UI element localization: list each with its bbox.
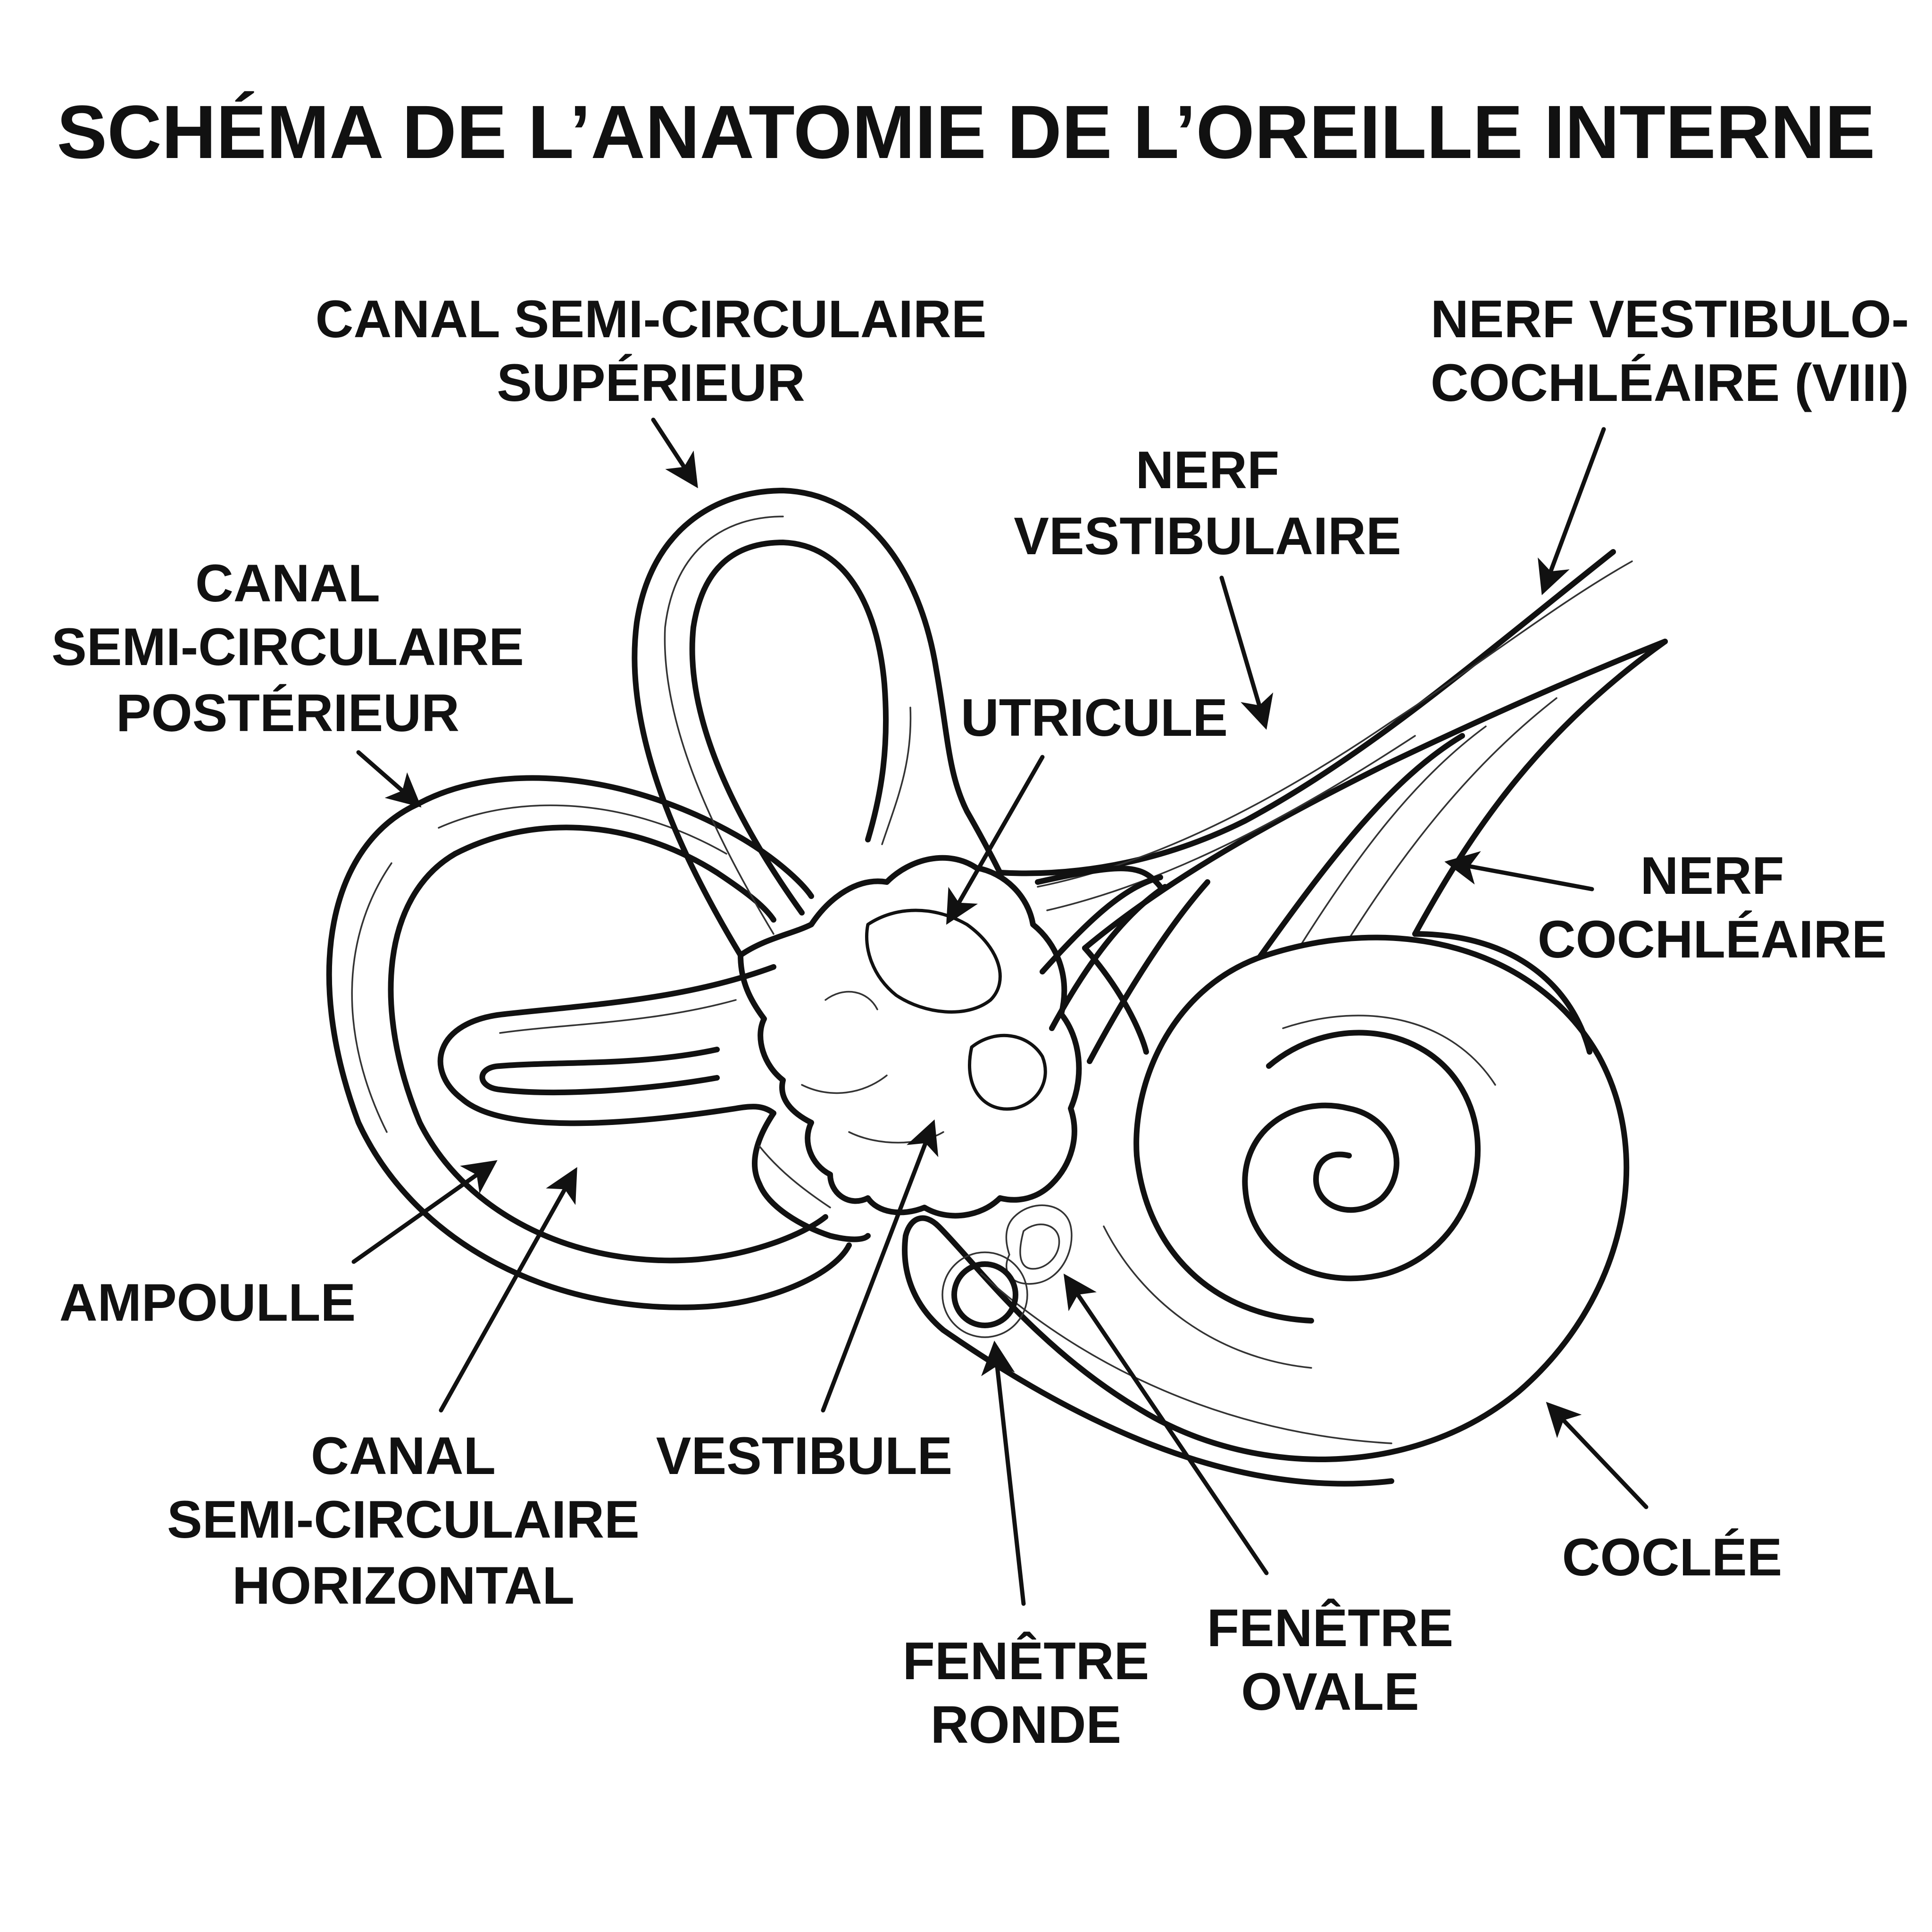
cochlea-shape: [902, 931, 1630, 1487]
label-line: SEMI-CIRCULAIRE: [51, 617, 524, 676]
label-line: OVALE: [1241, 1662, 1419, 1721]
vestibule-shape: [738, 855, 1082, 1219]
label-line: CANAL: [195, 554, 380, 613]
arrow-nerf-cochleaire: [1444, 851, 1594, 891]
label-line: CANAL SEMI-CIRCULAIRE: [316, 290, 987, 349]
oval-window-shape: [1005, 1204, 1073, 1285]
superior-canal-shape: [632, 488, 1003, 958]
label-line: SUPÉRIEUR: [497, 353, 805, 412]
arrow-fenetre-ronde: [981, 1341, 1026, 1606]
label-line: FENÊTRE: [903, 1632, 1149, 1690]
arrow-ampoulle: [351, 1160, 498, 1264]
arrow-utricule: [946, 755, 1045, 925]
arrow-canal-superieur: [651, 417, 698, 489]
label-line: HORIZONTAL: [232, 1556, 575, 1615]
arrow-vestibule: [821, 1119, 939, 1413]
label-canal-superieur: CANAL SEMI-CIRCULAIRE SUPÉRIEUR: [316, 290, 987, 412]
label-coclee: COCLÉE: [1562, 1528, 1782, 1587]
label-line: FENÊTRE: [1207, 1599, 1454, 1657]
label-canal-horizontal: CANAL SEMI-CIRCULAIRE HORIZONTAL: [167, 1426, 640, 1615]
arrow-canal-posterieur: [356, 750, 422, 808]
label-line: NERF VESTIBULO-: [1431, 290, 1909, 349]
arrow-nerf-vestibulocochleaire: [1538, 427, 1606, 595]
label-line: RONDE: [931, 1695, 1121, 1754]
label-line: POSTÉRIEUR: [116, 683, 459, 742]
label-nerf-cochleaire: NERF COCHLÉAIRE: [1538, 846, 1887, 969]
arrow-coclee: [1546, 1401, 1649, 1509]
label-fenetre-ovale: FENÊTRE OVALE: [1207, 1599, 1454, 1721]
label-nerf-vestibulaire: NERF VESTIBULAIRE: [1014, 441, 1401, 566]
label-line: UTRICULE: [961, 688, 1228, 747]
label-line: VESTIBULAIRE: [1014, 507, 1401, 566]
posterior-canal-shape: [326, 775, 852, 1310]
arrow-nerf-vestibulaire: [1219, 575, 1274, 730]
label-fenetre-ronde: FENÊTRE RONDE: [903, 1632, 1149, 1754]
round-window-shape: [941, 1251, 1028, 1338]
label-nerf-vestibulocochleaire: NERF VESTIBULO- COCHLÉAIRE (VIII): [1431, 290, 1909, 412]
label-line: COCHLÉAIRE (VIII): [1431, 353, 1909, 412]
label-line: SEMI-CIRCULAIRE: [167, 1490, 640, 1549]
pointer-arrows: [351, 417, 1649, 1606]
label-ampoulle: AMPOULLE: [59, 1273, 356, 1332]
label-vestibule: VESTIBULE: [656, 1426, 953, 1485]
nerve-bundle-shape: [997, 549, 1668, 1064]
label-line: COCLÉE: [1562, 1528, 1782, 1587]
diagram-title: SCHÉMA DE L’ANATOMIE DE L’OREILLE INTERN…: [57, 90, 1875, 174]
label-line: AMPOULLE: [59, 1273, 356, 1332]
label-line: COCHLÉAIRE: [1538, 910, 1887, 969]
label-line: NERF: [1136, 441, 1280, 500]
arrow-canal-horizontal: [439, 1167, 577, 1413]
label-line: VESTIBULE: [656, 1426, 953, 1485]
label-line: NERF: [1641, 846, 1784, 905]
horizontal-canal-shape: [437, 964, 871, 1242]
anatomy-drawing: [326, 488, 1668, 1487]
label-utricule: UTRICULE: [961, 688, 1228, 747]
label-canal-posterieur: CANAL SEMI-CIRCULAIRE POSTÉRIEUR: [51, 554, 524, 742]
arrow-fenetre-ovale: [1063, 1274, 1269, 1575]
label-line: CANAL: [311, 1426, 496, 1485]
